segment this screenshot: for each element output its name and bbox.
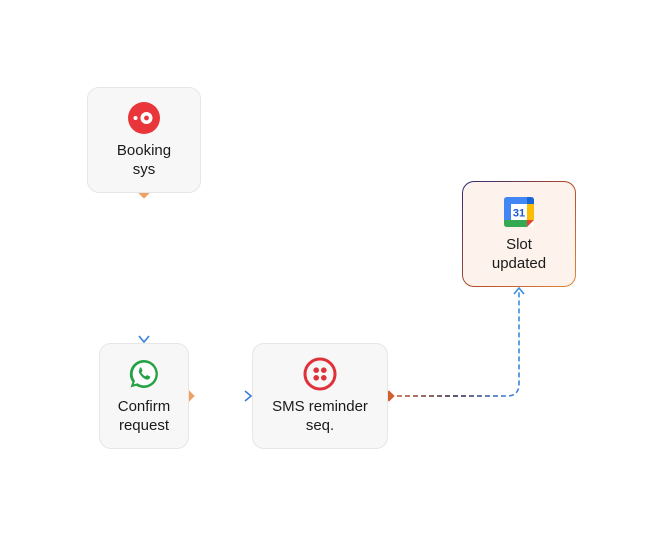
node-label: Confirm request <box>117 398 171 434</box>
edge-arrowhead <box>513 286 525 295</box>
edge-sms-to-slot <box>383 286 525 402</box>
node-label: SMS reminder seq. <box>272 398 368 434</box>
node-label: Booking sys <box>116 142 172 178</box>
node-slot-updated[interactable]: 31 Slot updated <box>462 181 576 287</box>
node-label: Slot updated <box>491 236 547 272</box>
opentable-icon <box>127 101 161 135</box>
edge-arrowhead <box>138 335 150 344</box>
edge-arrowhead <box>244 390 253 402</box>
calendar-day-text: 31 <box>513 208 525 220</box>
twilio-icon <box>303 357 337 391</box>
node-confirm-request[interactable]: Confirm request <box>99 343 189 449</box>
edge-confirm-to-sms <box>183 390 253 402</box>
node-sms-reminder-seq[interactable]: SMS reminder seq. <box>252 343 388 449</box>
google-calendar-icon: 31 <box>502 195 536 229</box>
node-booking-sys[interactable]: Booking sys <box>87 87 201 193</box>
edge-booking-to-confirm <box>138 187 150 344</box>
whatsapp-icon <box>127 357 161 391</box>
